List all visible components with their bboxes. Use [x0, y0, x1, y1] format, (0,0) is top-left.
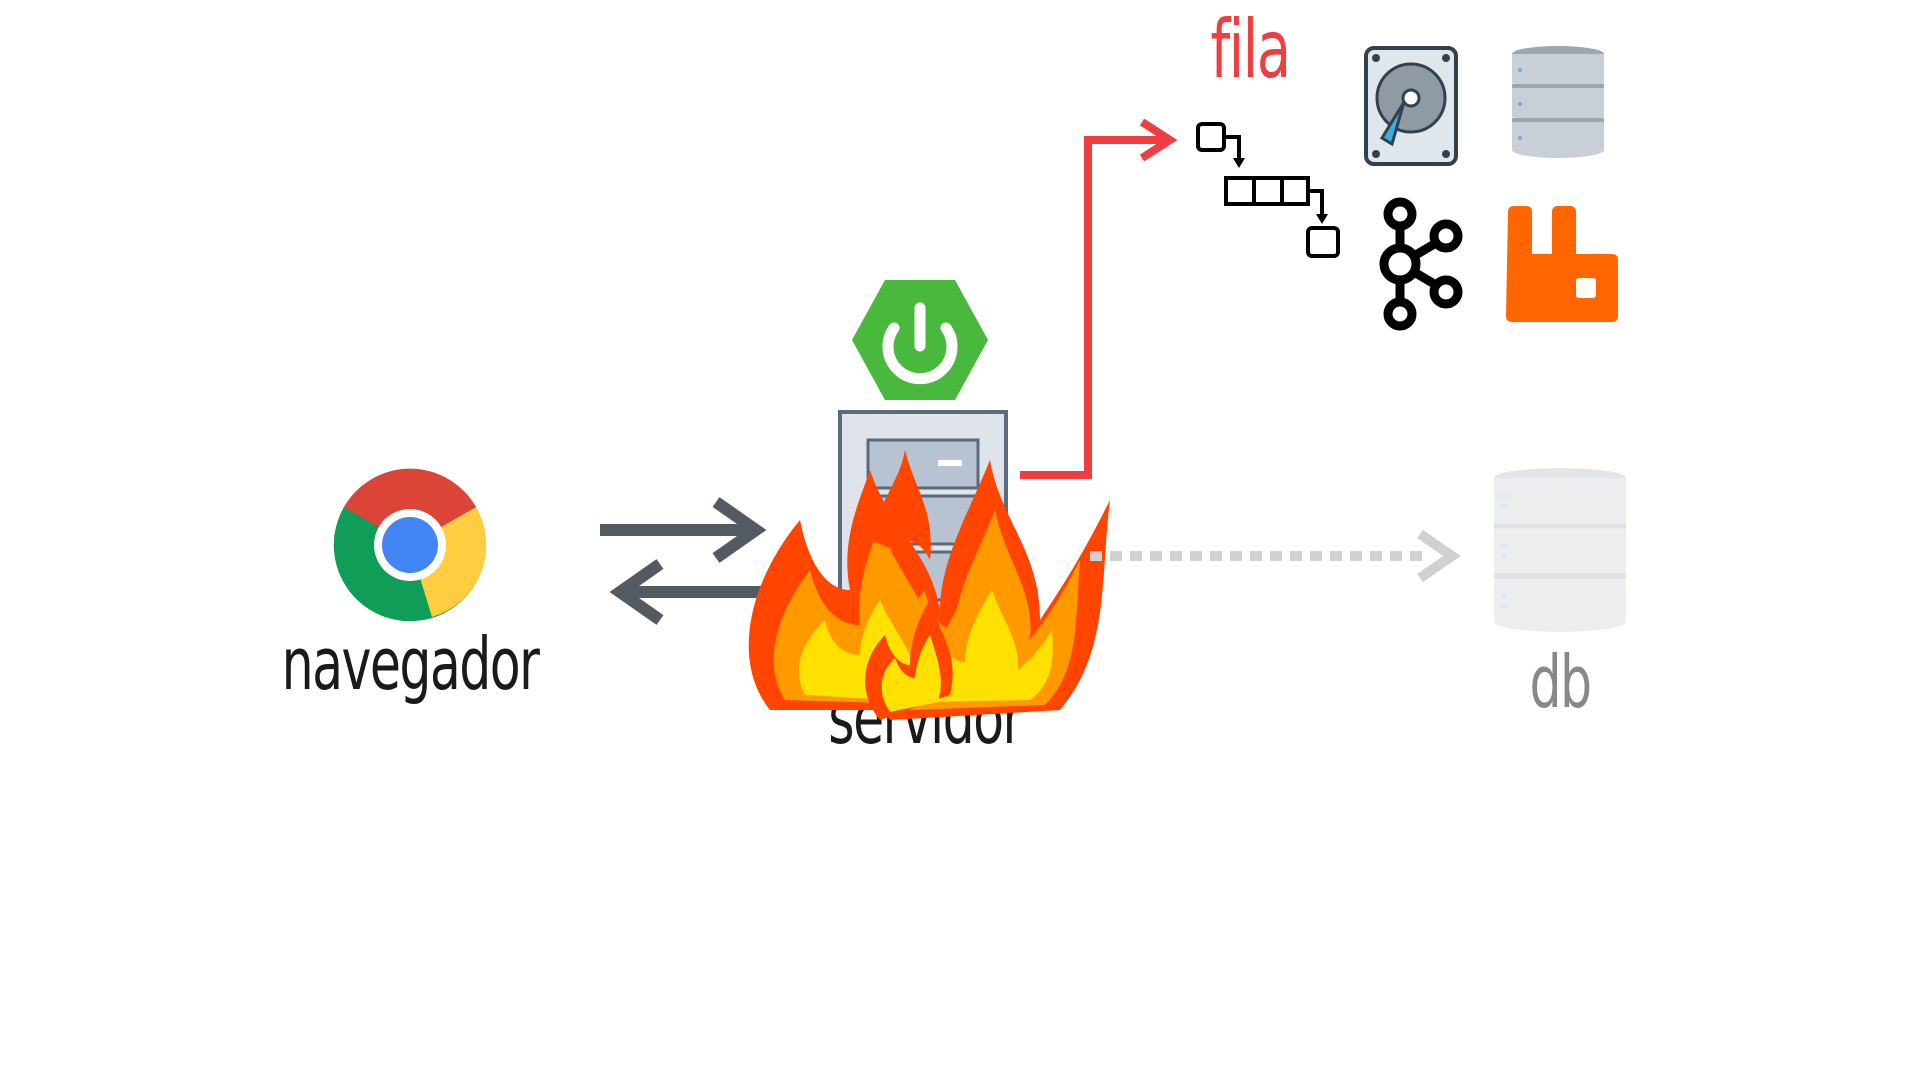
fire-icon [748, 450, 1110, 720]
chrome-icon [333, 468, 487, 622]
database-faded-icon [1494, 468, 1626, 632]
browser-label: navegador [281, 622, 540, 706]
database-stack-icon [1512, 46, 1604, 158]
kafka-icon [1379, 197, 1463, 331]
request-response-arrows [600, 497, 776, 625]
queue-label: fila [1210, 3, 1291, 96]
db-arrow [1090, 529, 1461, 583]
db-label: db [1529, 640, 1592, 724]
spring-icon [852, 280, 988, 400]
queue-arrow [1020, 118, 1178, 479]
hard-disk-icon [1364, 46, 1458, 166]
queue-diagram-icon [1196, 122, 1340, 258]
rabbitmq-icon [1506, 206, 1618, 322]
